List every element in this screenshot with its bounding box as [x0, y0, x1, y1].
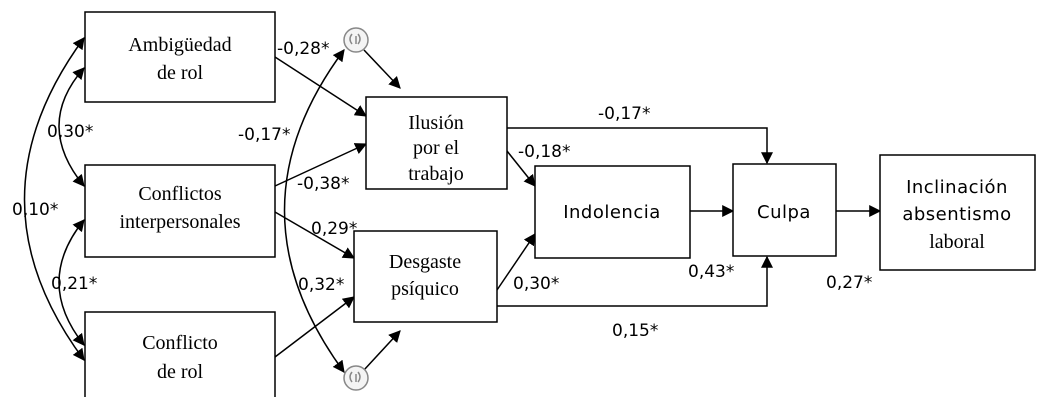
connectors — [23, 37, 882, 373]
box-ilusion — [365, 96, 508, 190]
coef-indolencia-culpa: 0,43* — [688, 262, 734, 282]
box-conflicto-rol — [84, 311, 276, 397]
coef-ilusion-culpa: -0,17* — [598, 104, 651, 124]
path-error-top-ilusion — [363, 49, 401, 89]
label-desgaste-1: Desgaste — [389, 251, 461, 273]
box-culpa — [732, 163, 837, 257]
label-ci-1: Conflictos — [138, 183, 222, 205]
path-cr-desgaste — [274, 296, 355, 358]
box-indolencia — [534, 165, 691, 259]
coef-cr-desgaste: 0,32* — [298, 275, 344, 295]
path-ci-ilusion — [274, 143, 368, 187]
coef-error-correlation: -0,17* — [238, 125, 291, 145]
coef-amb-cr: 0,10* — [12, 200, 58, 220]
label-absentismo-1: Inclinación — [906, 177, 1008, 198]
coef-ilusion-indolencia: -0,18* — [518, 142, 571, 162]
label-absentismo-2: absentismo — [902, 204, 1011, 225]
path-ilusion-culpa — [507, 127, 773, 165]
path-ilusion-indolencia — [506, 150, 536, 187]
label-absentismo-3: laboral — [929, 231, 985, 253]
label-indolencia: Indolencia — [563, 202, 661, 223]
label-ci-2: interpersonales — [119, 211, 240, 233]
coef-desgaste-indolencia: 0,30* — [513, 274, 559, 294]
coef-ci-desgaste: 0,29* — [311, 219, 357, 239]
path-desgaste-culpa — [497, 255, 773, 307]
label-ilusion-2: por el — [413, 137, 460, 159]
boxes — [84, 11, 1036, 397]
path-error-bottom-desgaste — [363, 330, 401, 371]
label-ilusion-1: Ilusión — [408, 112, 464, 134]
label-cr-1: Conflicto — [142, 332, 218, 354]
label-desgaste-2: psíquico — [391, 278, 459, 300]
box-absentismo — [879, 154, 1036, 271]
label-ilusion-3: trabajo — [408, 163, 464, 185]
coef-desgaste-culpa: 0,15* — [612, 321, 658, 341]
coef-amb-ci: 0,30* — [47, 122, 93, 142]
box-desgaste — [353, 230, 498, 323]
path-desgaste-indolencia — [496, 233, 536, 291]
coef-ci-cr: 0,21* — [51, 274, 97, 294]
box-conflictos-interpersonales — [84, 164, 276, 258]
box-ambiguedad — [84, 11, 276, 103]
label-culpa: Culpa — [757, 202, 811, 223]
coef-culpa-absentismo: 0,27* — [826, 273, 872, 293]
corr-ambiguedad-cr — [23, 37, 85, 361]
node-labels: Ambigüedad de rol Conflictos interperson… — [119, 34, 1011, 383]
coef-amb-ilusion: -0,28* — [277, 39, 330, 59]
coefficients: -0,28* -0,17* -0,38* 0,29* 0,32* -0,17* … — [12, 39, 872, 341]
label-cr-2: de rol — [157, 361, 204, 383]
path-error-correlation — [283, 49, 345, 373]
error-term-top — [343, 27, 369, 53]
label-ambiguedad-1: Ambigüedad — [128, 34, 231, 56]
coef-ci-ilusion: -0,38* — [297, 174, 350, 194]
error-term-bottom — [343, 365, 369, 391]
label-ambiguedad-2: de rol — [157, 62, 204, 84]
